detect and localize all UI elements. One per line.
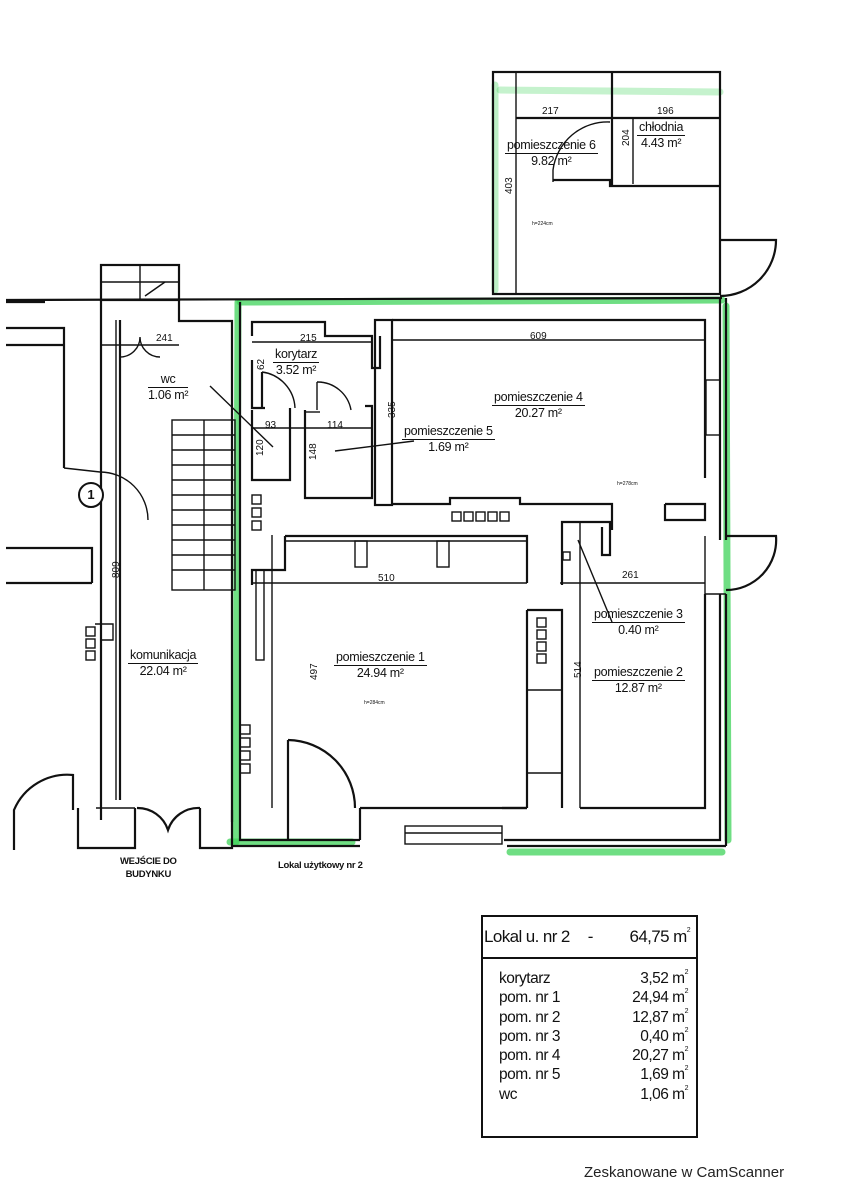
entrance-label-line1: WEJŚCIE DO (120, 856, 177, 867)
dimension-148: 148 (308, 443, 319, 460)
annex-walls (491, 70, 778, 298)
entrance-label: WEJŚCIE DO BUDYNKU (120, 855, 177, 881)
dimension-93: 93 (265, 420, 277, 431)
dimension-241: 241 (156, 333, 173, 344)
room-label-wc: wc 1.06 m² (148, 372, 189, 402)
room-name: pomieszczenie 5 (402, 424, 495, 440)
height-note-pom4: h=278cm (617, 481, 638, 487)
room-area: 3.52 m² (275, 363, 317, 377)
room-label-pomieszczenie-5: pomieszczenie 5 1.69 m² (402, 424, 495, 454)
room-name: pomieszczenie 2 (592, 665, 685, 681)
room-label-korytarz: korytarz 3.52 m² (273, 347, 320, 377)
room-label-pomieszczenie-3: pomieszczenie 3 0.40 m² (592, 607, 685, 637)
room-area: 12.87 m² (614, 681, 662, 695)
interior-walls (115, 318, 707, 840)
room-name: komunikacja (128, 648, 199, 664)
room-area: 1.06 m² (148, 388, 189, 402)
dimension-403: 403 (504, 177, 515, 194)
room-name: pomieszczenie 4 (492, 390, 585, 406)
room-area: 4.43 m² (640, 136, 682, 150)
room-area: 0.40 m² (618, 623, 659, 637)
dimension-120: 120 (255, 439, 266, 456)
summary-title: Lokal u. nr 2 (484, 927, 570, 946)
dimension-497: 497 (309, 663, 320, 680)
room-name: pomieszczenie 6 (505, 138, 598, 154)
room-label-pomieszczenie-6: pomieszczenie 6 9.82 m² (505, 138, 598, 168)
room-name: chłodnia (637, 120, 686, 136)
room-label-pomieszczenie-1: pomieszczenie 1 24.94 m² (334, 650, 427, 680)
unit-label: Lokal użytkowy nr 2 (278, 860, 363, 871)
building-walls (5, 263, 778, 850)
radiator-pom1 (536, 617, 547, 664)
summary-total: 64,75 m2 (629, 927, 690, 946)
dimension-261: 261 (622, 570, 639, 581)
dimension-335: 335 (387, 401, 398, 418)
room-area: 24.94 m² (356, 666, 404, 680)
staircase-marker: 1 (78, 482, 104, 508)
summary-dash: - (587, 927, 594, 946)
room-area: 9.82 m² (531, 154, 572, 168)
dimension-217: 217 (542, 106, 559, 117)
room-label-pomieszczenie-4: pomieszczenie 4 20.27 m² (492, 390, 585, 420)
room-label-pomieszczenie-2: pomieszczenie 2 12.87 m² (592, 665, 685, 695)
room-area: 22.04 m² (139, 664, 187, 678)
dimension-609: 609 (530, 331, 547, 342)
dimension-196: 196 (657, 106, 674, 117)
entrance-label-line2: BUDYNKU (125, 869, 172, 880)
room-label-komunikacja: komunikacja 22.04 m² (128, 648, 199, 678)
dimension-215: 215 (300, 333, 317, 344)
room-name: pomieszczenie 1 (334, 650, 427, 666)
room-name: korytarz (273, 347, 320, 363)
room-label-chlodnia: chłodnia 4.43 m² (637, 120, 686, 150)
dimension-114: 114 (327, 420, 343, 431)
summary-header: Lokal u. nr 2 - 64,75 m2 (483, 917, 696, 959)
dimension-809: 809 (111, 561, 122, 578)
room-name: pomieszczenie 3 (592, 607, 685, 623)
dimension-62: 62 (256, 358, 267, 370)
scanner-watermark: Zeskanowane w CamScanner (584, 1164, 785, 1181)
room-name: wc (148, 372, 189, 388)
dimension-510: 510 (378, 573, 395, 584)
dimension-204: 204 (621, 129, 632, 146)
room-area: 1.69 m² (428, 440, 469, 454)
stair-treads (172, 434, 235, 571)
radiator-pom4 (451, 511, 510, 522)
room-area: 20.27 m² (514, 406, 562, 420)
dimension-514: 514 (573, 661, 584, 678)
height-note-pom6: h=224cm (532, 221, 553, 227)
height-note-pom1: h=284cm (364, 700, 385, 706)
